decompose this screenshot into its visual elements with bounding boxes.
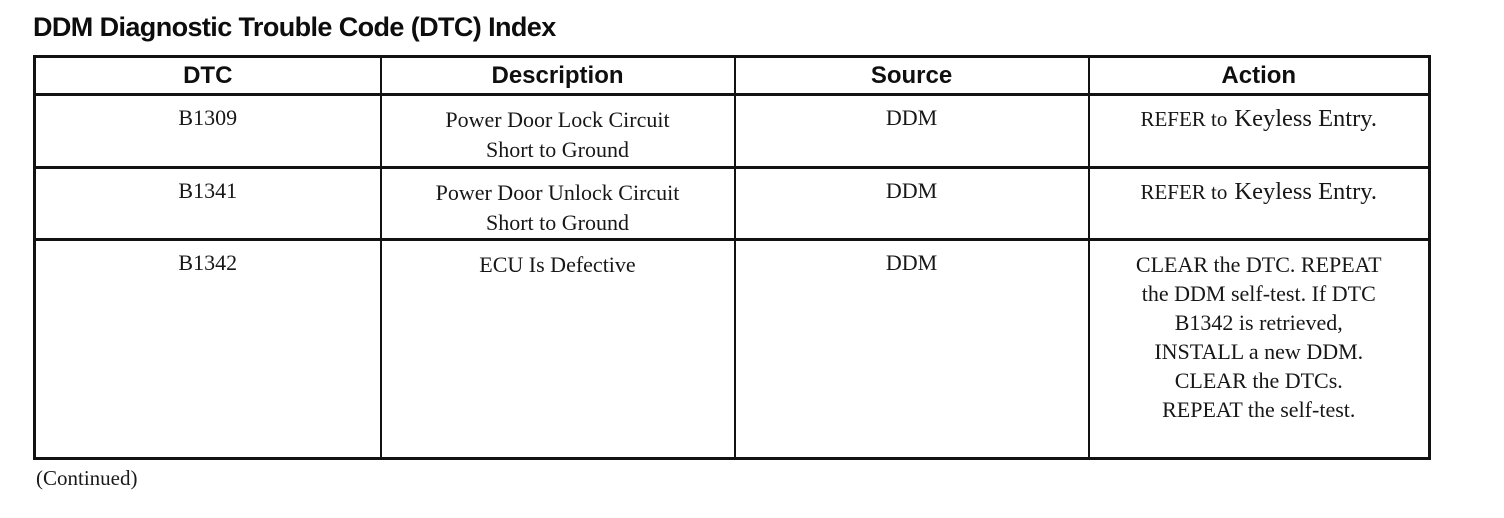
action-line: REPEAT the self-test. [1162,397,1356,422]
action-prefix: REFER to [1140,107,1228,131]
dtc-cell: B1342 [33,238,382,460]
description-cell: Power Door Lock Circuit Short to Ground [379,93,736,169]
description-cell: Power Door Unlock Circuit Short to Groun… [379,166,736,241]
table-row-b1309: B1309 Power Door Lock Circuit Short to G… [33,93,1431,169]
header-row: DTC Description Source Action [33,55,1431,96]
table-row-b1341: B1341 Power Door Unlock Circuit Short to… [33,166,1431,241]
description-line: Power Door Unlock Circuit [435,180,680,205]
description-line: ECU Is Defective [479,252,636,277]
column-header-action: Action [1087,55,1431,96]
table-row-b1342: B1342 ECU Is Defective DDM CLEAR the DTC… [33,238,1431,460]
action-line: B1342 is retrieved, [1174,310,1343,335]
dtc-cell: B1309 [33,93,382,169]
action-line: CLEAR the DTCs. [1174,368,1343,393]
description-line: Power Door Lock Circuit [445,107,670,132]
action-prefix: REFER to [1140,180,1228,204]
description-cell: ECU Is Defective [379,238,736,460]
column-header-source: Source [733,55,1090,96]
source-cell: DDM [733,166,1090,241]
dtc-cell: B1341 [33,166,382,241]
source-cell: DDM [733,238,1090,460]
action-line: the DDM self-test. If DTC [1141,281,1376,306]
action-line: CLEAR the DTC. REPEAT [1135,252,1382,277]
action-cell: CLEAR the DTC. REPEAT the DDM self-test.… [1087,238,1431,460]
description-line: Short to Ground [486,137,629,162]
dtc-index-table: DTC Description Source Action B1309 Powe… [33,55,1431,460]
continued-label: (Continued) [36,466,138,490]
page-title: DDM Diagnostic Trouble Code (DTC) Index [33,12,556,42]
action-reference: Keyless Entry. [1234,105,1378,132]
column-header-dtc: DTC [33,55,382,96]
column-header-description: Description [379,55,736,96]
action-line: INSTALL a new DDM. [1154,339,1364,364]
action-reference: Keyless Entry. [1234,178,1378,205]
source-cell: DDM [733,93,1090,169]
description-line: Short to Ground [486,210,629,235]
